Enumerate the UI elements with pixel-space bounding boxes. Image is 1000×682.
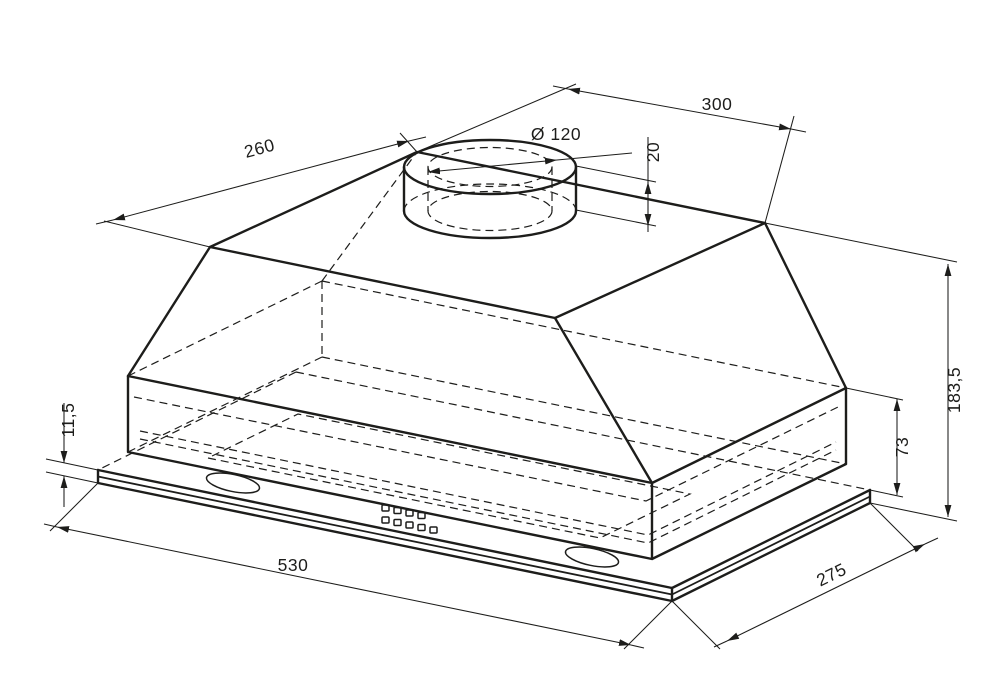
overshoot-line: [552, 85, 807, 133]
overshoot-line: [713, 537, 939, 648]
base-flange-side: [96, 468, 872, 603]
inner-liner-line: [133, 396, 839, 502]
dim-label-body-height: 73: [892, 437, 912, 457]
dimensions: 300 260 Ø 120 20 183,5 73: [43, 83, 964, 650]
base-flange-mid-line: [97, 475, 871, 596]
dimension-line: [567, 87, 792, 131]
dimension-line: [56, 526, 632, 646]
dimension-line: [112, 140, 410, 221]
filter-frame-line-2: [139, 438, 837, 544]
hood-body-outline: [96, 150, 872, 603]
dimension-line: [726, 543, 926, 642]
dim-flange-height-11-5: 11,5: [45, 403, 99, 507]
extension-line: [845, 387, 904, 498]
dim-duct-height-20: 20: [575, 137, 663, 232]
button: [381, 504, 390, 512]
top-plateau-outline: [208, 150, 767, 320]
extension-line: [45, 458, 99, 484]
dim-label-flange-height: 11,5: [58, 403, 78, 438]
dim-label-overall-height: 183,5: [944, 367, 964, 413]
hidden-box-top-edges: [127, 280, 847, 389]
extension-line: [49, 482, 673, 650]
button: [417, 511, 426, 520]
dim-label-top-width: 300: [702, 94, 733, 114]
dim-overall-height-183-5: 183,5: [764, 222, 964, 522]
hidden-base-panel-edges: [97, 371, 871, 491]
dim-body-height-73: 73: [845, 387, 912, 498]
button: [405, 521, 414, 529]
lower-box-edges: [126, 374, 848, 561]
dim-duct-diameter-120: Ø 120: [427, 124, 633, 175]
dim-label-duct-diameter: Ø 120: [531, 124, 581, 144]
filter-frame-line-1: [139, 430, 837, 536]
duct-collar-base-hidden-arc: [403, 183, 577, 212]
dimension-line: [427, 157, 558, 175]
overshoot-line: [43, 523, 645, 649]
duct-hole-bottom: [427, 190, 553, 232]
frustum-ridges: [126, 221, 848, 485]
leader-line: [556, 152, 633, 161]
hidden-back-ridge: [321, 151, 418, 282]
base-flange-top-edges: [96, 468, 872, 590]
button: [381, 516, 390, 524]
extension-line: [575, 165, 657, 227]
dim-label-top-depth: 260: [242, 135, 277, 162]
filter-panel-outline: [206, 413, 692, 539]
dim-base-depth-275: 275: [671, 502, 939, 650]
dim-label-base-depth: 275: [813, 559, 849, 590]
dim-label-base-width: 530: [278, 555, 309, 575]
dim-label-duct-height: 20: [643, 142, 663, 162]
lamp-left: [205, 472, 261, 494]
extension-line: [671, 502, 919, 650]
dim-top-depth-260: 260: [95, 132, 427, 248]
hidden-box-bottom-edges: [127, 356, 847, 465]
overshoot-line: [95, 136, 427, 225]
dim-base-width-530: 530: [43, 482, 673, 650]
duct-collar-base-front-arc: [402, 209, 578, 240]
lamps: [205, 472, 620, 568]
button: [405, 509, 414, 517]
hidden-structure-lines: [97, 151, 871, 544]
duct-hole-sides: [427, 167, 553, 211]
button: [393, 506, 402, 515]
button: [393, 518, 402, 527]
button: [429, 526, 438, 534]
button: [417, 523, 426, 532]
extension-line: [416, 83, 795, 224]
extension-line: [764, 222, 958, 522]
duct-collar-sides: [402, 165, 578, 213]
dim-top-width-300: 300: [416, 83, 807, 224]
